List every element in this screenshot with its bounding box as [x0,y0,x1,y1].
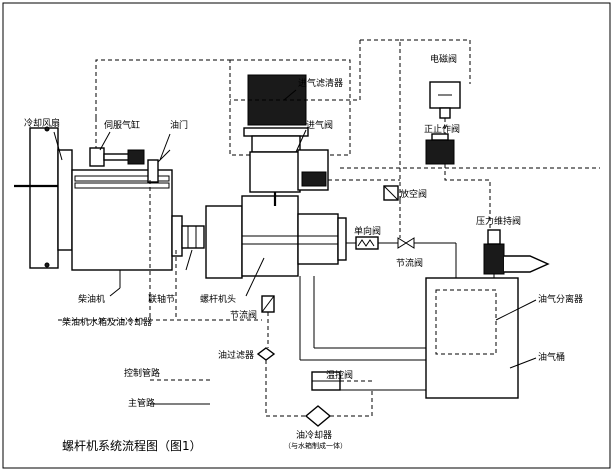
label-servo-cylinder: 伺服气缸 [104,119,140,131]
servo-cylinder [89,118,145,167]
label-cooling-fan: 冷却风扇 [24,117,60,129]
cooling-fan [14,126,80,269]
legend-main-line-label: 主管路 [128,397,155,409]
oil-gas-tank [425,277,519,399]
label-temp-control-valve: 温控阀 [326,369,353,381]
label-oil-gas-separator: 油气分离器 [538,293,583,305]
oil-cooler [304,405,332,427]
pressure-maintain-valve [483,229,550,275]
label-intake-filter: 进气滤清器 [298,77,343,89]
label-diesel-engine: 柴油机 [78,293,105,305]
label-screw-head: 螺杆机头 [200,293,236,305]
label-throttle-valve-right: 节流阀 [396,257,423,269]
label-pressure-maintain-valve: 压力维持阀 [476,215,521,227]
legend-control-line-label: 控制管路 [124,367,160,379]
intake-valve [249,149,329,206]
label-check-valve: 单向阀 [354,225,381,237]
throttle-valve-right [397,237,415,249]
label-oil-cooler-note: （与水箱制成一体） [284,441,347,450]
leader-lines [53,89,537,369]
control-piping [58,39,600,417]
label-radiator-note: 柴油机水箱及油冷却器 [62,316,152,328]
main-piping [299,242,495,391]
intake-filter [229,59,351,156]
positive-stop-valve [425,133,455,165]
solenoid-valve [429,81,461,119]
label-oil-filter: 油过滤器 [218,349,254,361]
label-intake-valve: 进气阀 [306,119,333,131]
vent-valve [383,185,399,201]
label-coupling: 联轴节 [148,293,175,305]
label-throttle: 油门 [170,119,188,131]
coupling [181,225,205,249]
diagram-title: 螺杆机系统流程图（图1） [62,438,202,453]
label-positive-stop-valve: 正止作阀 [424,123,460,135]
diesel-engine [71,169,183,288]
label-solenoid-valve: 电磁阀 [430,53,457,65]
label-oil-cooler: 油冷却器 [296,429,332,441]
label-throttle-valve-lower: 节流阀 [230,309,257,321]
check-valve [355,236,379,250]
label-oil-gas-tank: 油气桶 [538,351,565,363]
screw-head [205,195,347,279]
oil-filter [256,347,276,361]
label-vent-valve: 放空阀 [400,188,427,200]
throttle-valve-lower [261,295,275,313]
